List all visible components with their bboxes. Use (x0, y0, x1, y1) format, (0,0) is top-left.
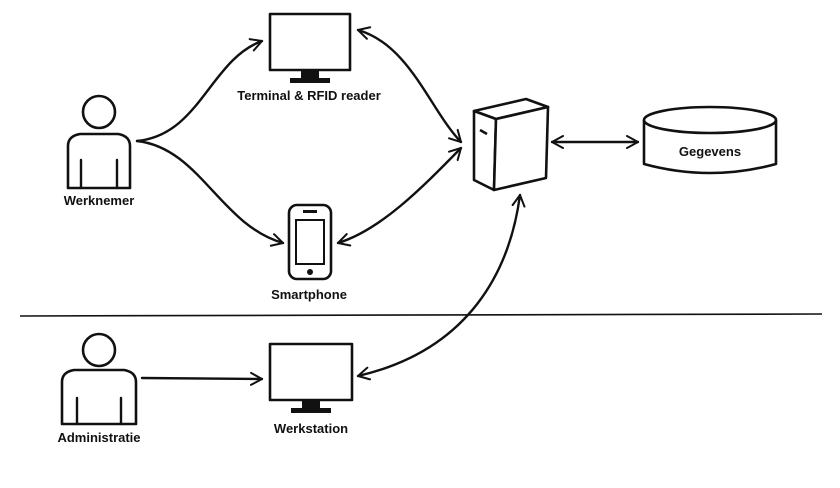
gegevens-database-icon (642, 105, 778, 175)
smartphone-icon (287, 203, 333, 281)
arrow-terminal-server (356, 26, 463, 144)
arrow-werknemer-to-terminal (135, 38, 264, 143)
werkstation-monitor-icon (268, 342, 354, 413)
smartphone-label: Smartphone (271, 287, 347, 302)
werknemer-label: Werknemer (64, 193, 135, 208)
werknemer-person-icon (66, 94, 132, 190)
werkstation-label: Werkstation (274, 421, 348, 436)
administratie-person-icon (60, 332, 138, 426)
server-icon (472, 97, 550, 192)
arrow-werknemer-to-smartphone (135, 139, 285, 247)
arrow-werkstation-server (356, 193, 526, 381)
administratie-label: Administratie (57, 430, 140, 445)
section-divider (19, 313, 823, 317)
terminal-label: Terminal & RFID reader (237, 88, 381, 103)
terminal-monitor-icon (268, 12, 352, 83)
arrow-administratie-to-werkstation (140, 371, 264, 386)
arrow-smartphone-server (336, 146, 463, 247)
gegevens-label: Gegevens (679, 144, 741, 159)
